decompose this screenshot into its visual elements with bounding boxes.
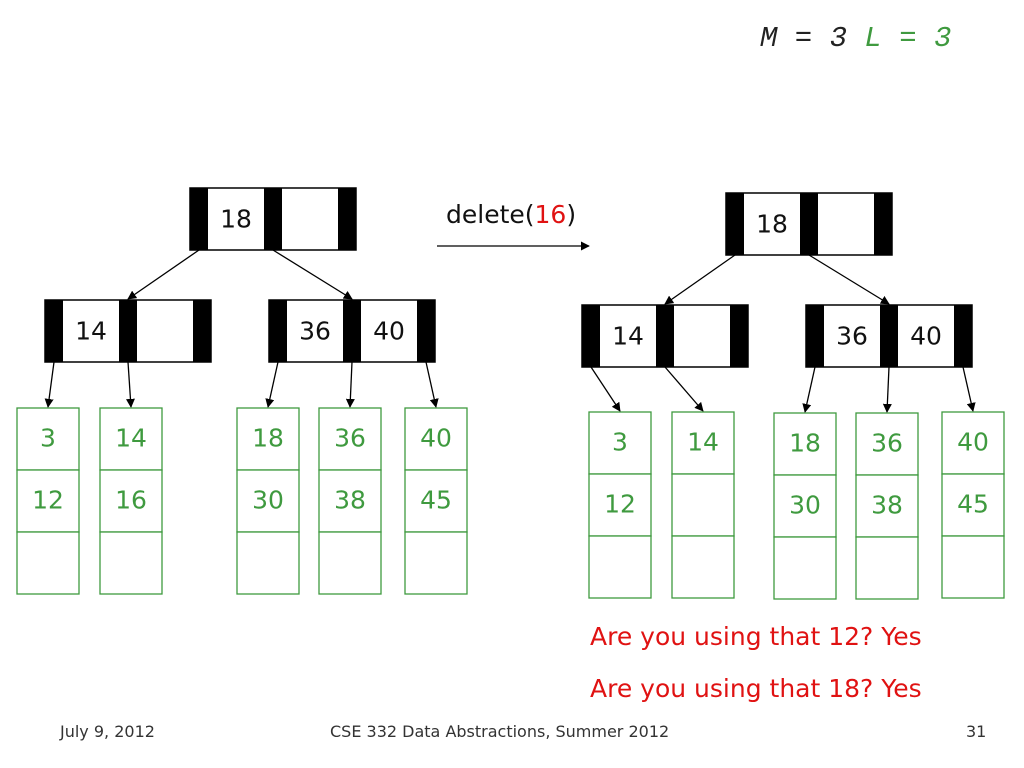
before-leaf-value: 38 [334,486,366,515]
before-leaf-slot [404,531,468,595]
operation-prefix: delete( [446,200,535,229]
before-leaf-slot [404,407,468,471]
after-internal-node-key: 14 [612,322,644,351]
before-leaf-value: 16 [115,486,147,515]
note-18: Are you using that 18? Yes [590,674,922,703]
before-leaf-value: 12 [32,486,64,515]
before-leaf-value: 45 [420,486,452,515]
before-leaf-slot [318,531,382,595]
footer-date: July 9, 2012 [60,722,155,741]
after-internal-node-pointer-bar [880,305,898,367]
before-internal-node-pointer-bar [417,300,435,362]
after-leaf-slot [941,473,1005,537]
after-leaf-value: 38 [871,491,903,520]
footer-page-number: 31 [966,722,987,741]
note-12: Are you using that 12? Yes [590,622,922,651]
after-leaf-arrow [664,366,704,412]
operation-key: 16 [534,200,567,229]
before-leaf-arrow [265,361,279,408]
after-leaf-value: 12 [604,490,636,519]
after-internal-node-pointer-bar [954,305,972,367]
before-internal-node-key: 40 [373,317,405,346]
before-leaf-slot [16,407,80,471]
operation-label: delete(16) [446,200,576,229]
footer-course: CSE 332 Data Abstractions, Summer 2012 [330,722,670,741]
after-leaf-arrow [590,366,621,412]
before-internal-node-pointer-bar [269,300,287,362]
after-leaf-value: 18 [789,429,821,458]
after-leaf-slot [941,535,1005,599]
l-parameter: L = 3 [864,22,952,55]
before-leaf-slot [318,469,382,533]
after-leaf-slot [941,411,1005,475]
before-root-node-pointer-bar [190,188,208,250]
before-leaf-arrow [44,361,55,408]
after-leaf-slot [671,535,735,599]
after-internal-node-pointer-bar [730,305,748,367]
before-leaf-value: 3 [40,424,56,453]
after-root-child-arrow [808,254,890,305]
after-root-node-pointer-bar [726,193,744,255]
operation-suffix: ) [566,200,577,229]
after-root-node-key: 18 [756,210,788,239]
before-leaf-value: 30 [252,486,284,515]
after-internal-node-pointer-bar [806,305,824,367]
before-leaf-arrow [425,361,439,408]
before-internal-node-key: 14 [75,317,107,346]
tree-parameters: M = 3 L = 3 [760,22,951,55]
after-leaf-arrow [962,366,976,412]
before-leaf-slot [318,407,382,471]
after-leaf-slot [671,411,735,475]
after-root-child-arrow [664,254,736,305]
before-root-child-arrow [272,249,353,300]
after-internal-node-pointer-bar [582,305,600,367]
after-leaf-value: 14 [687,428,719,457]
after-leaf-value: 36 [871,429,903,458]
before-leaf-slot [99,407,163,471]
before-leaf-value: 40 [420,424,452,453]
before-internal-node-pointer-bar [343,300,361,362]
before-leaf-slot [236,469,300,533]
after-leaf-slot [671,473,735,537]
before-root-node-key: 18 [220,205,252,234]
before-leaf-slot [16,469,80,533]
before-internal-node-pointer-bar [45,300,63,362]
before-leaf-value: 14 [115,424,147,453]
after-leaf-value: 3 [612,428,628,457]
after-leaf-slot [773,536,837,600]
before-leaf-slot [236,531,300,595]
before-internal-node-key: 36 [299,317,331,346]
m-parameter: M = 3 [760,22,848,55]
before-leaf-slot [99,469,163,533]
before-leaf-arrow [125,361,135,408]
after-leaf-slot [855,412,919,476]
before-leaf-value: 36 [334,424,366,453]
before-leaf-arrow [345,361,355,408]
after-internal-node-pointer-bar [656,305,674,367]
after-root-node-pointer-bar [800,193,818,255]
after-leaf-value: 40 [957,428,989,457]
before-root-child-arrow [127,249,200,300]
after-leaf-slot [588,473,652,537]
before-leaf-slot [16,531,80,595]
before-leaf-slot [404,469,468,533]
after-root-node-pointer-bar [874,193,892,255]
before-leaf-slot [236,407,300,471]
after-leaf-arrow [882,366,892,413]
after-internal-node-key: 40 [910,322,942,351]
before-internal-node-pointer-bar [119,300,137,362]
before-root-node-pointer-bar [264,188,282,250]
before-root-node-pointer-bar [338,188,356,250]
after-leaf-arrow [802,366,816,413]
before-leaf-slot [99,531,163,595]
after-leaf-slot [855,536,919,600]
after-leaf-value: 45 [957,490,989,519]
after-internal-node-key: 36 [836,322,868,351]
after-leaf-slot [588,535,652,599]
before-leaf-value: 18 [252,424,284,453]
after-leaf-value: 30 [789,491,821,520]
before-internal-node-pointer-bar [193,300,211,362]
